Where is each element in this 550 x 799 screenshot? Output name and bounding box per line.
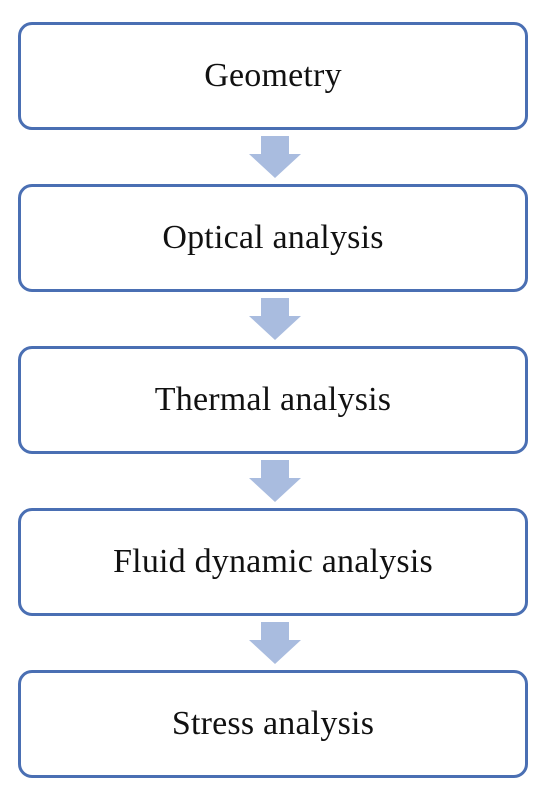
step-fluid-dynamic-analysis: Fluid dynamic analysis	[18, 508, 528, 616]
step-stress-analysis: Stress analysis	[18, 670, 528, 778]
step-label: Geometry	[204, 57, 342, 94]
arrow-down-icon	[249, 460, 301, 502]
step-optical-analysis: Optical analysis	[18, 184, 528, 292]
step-geometry: Geometry	[18, 22, 528, 130]
step-thermal-analysis: Thermal analysis	[18, 346, 528, 454]
step-label: Thermal analysis	[154, 381, 392, 418]
arrow-down-icon	[249, 622, 301, 664]
step-label: Optical analysis	[162, 219, 384, 256]
arrow-down-icon	[249, 298, 301, 340]
step-label: Stress analysis	[171, 705, 375, 742]
step-label: Fluid dynamic analysis	[113, 543, 433, 580]
arrow-down-icon	[249, 136, 301, 178]
